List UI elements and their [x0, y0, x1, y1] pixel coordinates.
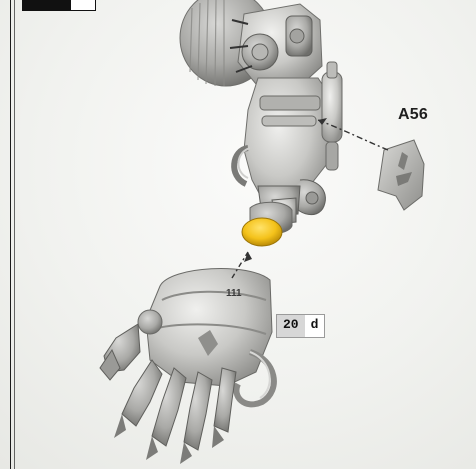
yellow-connector-part	[242, 202, 292, 246]
step-badge: 20 d	[276, 314, 325, 338]
guide-number-label: 111	[226, 288, 242, 299]
power-fist-part	[100, 269, 274, 464]
part-label-a56: A56	[398, 106, 428, 124]
arm-forearm-part	[234, 78, 330, 224]
step-letter: d	[305, 315, 325, 337]
step-number: 20	[277, 315, 305, 337]
shoulder-plate-part	[378, 140, 424, 210]
